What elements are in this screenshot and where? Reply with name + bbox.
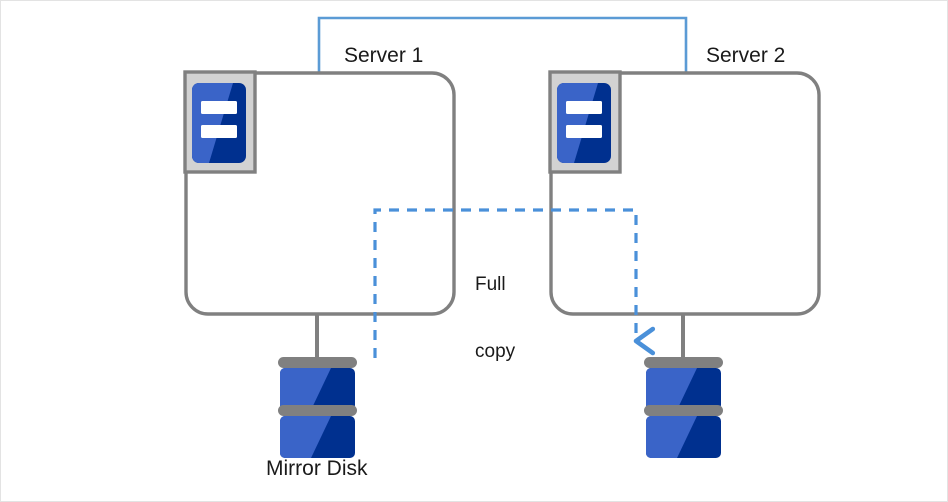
disk-mid-bar-icon — [644, 405, 723, 416]
full-copy-label-line2: copy — [475, 341, 516, 363]
disk-top-bar-icon — [278, 357, 357, 368]
full-copy-flow — [373, 208, 656, 358]
server-badge-icon — [192, 83, 246, 163]
disk2-node[interactable] — [644, 357, 723, 458]
disk1-node[interactable] — [278, 357, 357, 458]
server2-node[interactable] — [548, 70, 821, 316]
disk-top-bar-icon — [644, 357, 723, 368]
full-copy-label: Full copy — [475, 229, 515, 408]
server1-node[interactable] — [183, 70, 456, 316]
server2-label: Server 2 — [706, 44, 786, 67]
full-copy-label-line1: Full — [475, 273, 506, 295]
disk-mid-bar-icon — [278, 405, 357, 416]
server-interconnect-link — [317, 16, 688, 76]
server-badge-icon — [557, 83, 611, 163]
server1-label: Server 1 — [344, 44, 424, 67]
mirror-disk-label: Mirror Disk — [266, 457, 368, 480]
